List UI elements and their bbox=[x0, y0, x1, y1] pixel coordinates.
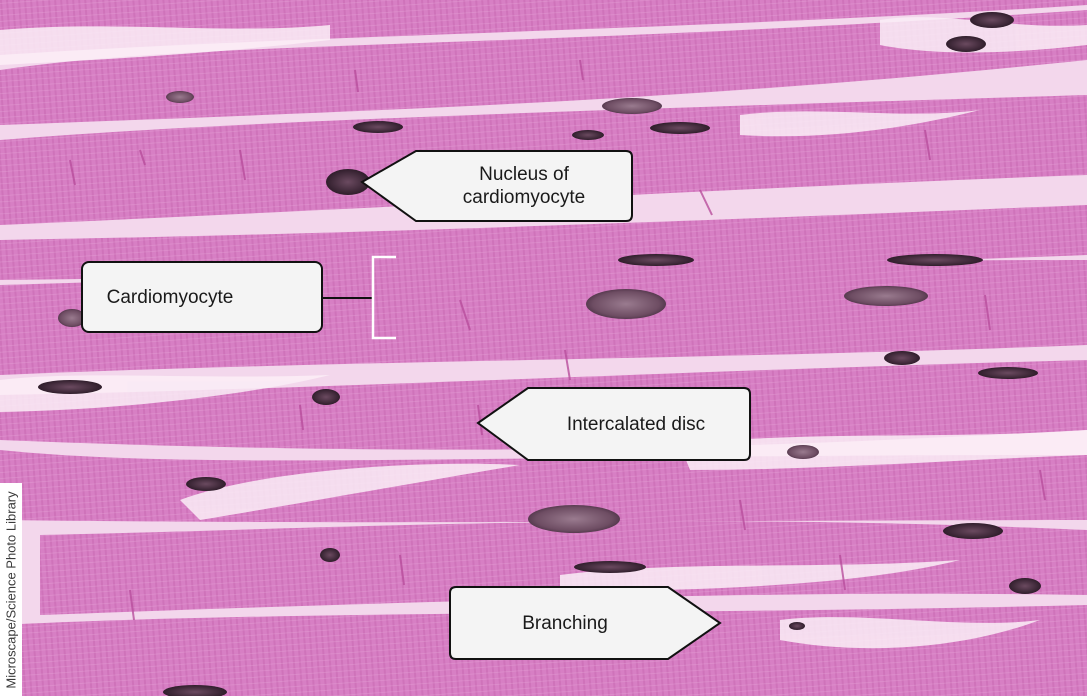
branching-callout-shape bbox=[449, 586, 722, 660]
photo-credit: Microscape/Science Photo Library bbox=[3, 491, 19, 689]
cardiomyocyte-callout-shape bbox=[81, 255, 396, 340]
nucleus-callout-shape bbox=[360, 150, 633, 222]
intercalated-discs bbox=[69, 59, 1046, 621]
intercalated-disc-callout-shape bbox=[476, 387, 751, 461]
branching-label: Branching bbox=[522, 612, 608, 634]
nucleus-label: Nucleus of cardiomyocyte bbox=[462, 164, 586, 208]
photo-credit-strip bbox=[0, 483, 22, 696]
cardiomyocyte-label: Cardiomyocyte bbox=[106, 286, 234, 308]
intercalated-disc-label: Intercalated disc bbox=[566, 413, 706, 435]
nuclei bbox=[38, 12, 1041, 696]
